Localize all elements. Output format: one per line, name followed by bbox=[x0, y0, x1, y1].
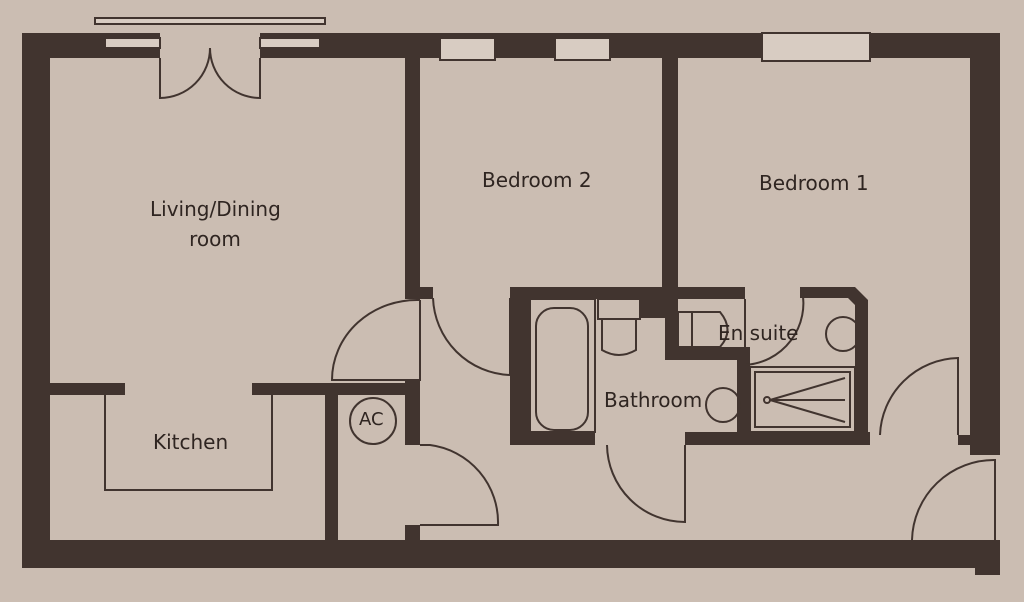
fixtures bbox=[349, 298, 861, 445]
room-label-living: Living/Dining room bbox=[150, 197, 281, 251]
room-label-bathroom: Bathroom bbox=[604, 388, 703, 412]
room-label-ensuite: En suite bbox=[718, 321, 799, 345]
doors bbox=[104, 47, 996, 541]
room-label-kitchen: Kitchen bbox=[153, 430, 229, 454]
ac-label: AC bbox=[359, 409, 384, 430]
room-label-bedroom1: Bedroom 1 bbox=[759, 171, 869, 195]
room-label-bedroom2: Bedroom 2 bbox=[482, 168, 592, 192]
windows bbox=[94, 17, 871, 62]
